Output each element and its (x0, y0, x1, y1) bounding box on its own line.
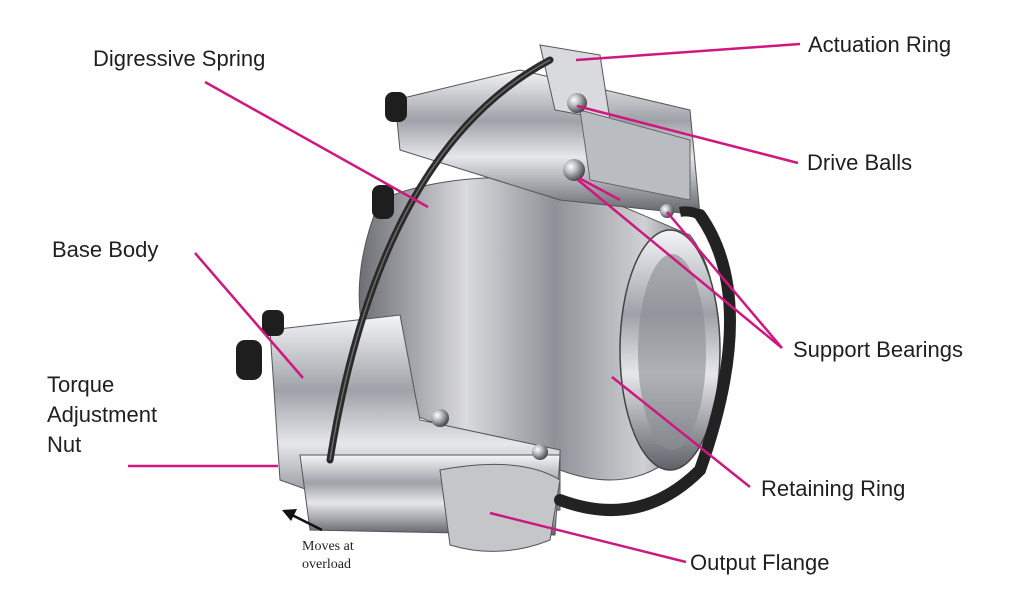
leader-line-support-bearings-2 (577, 179, 783, 349)
leader-line-drive-balls-2 (578, 176, 621, 202)
leader-line-drive-balls (576, 104, 799, 165)
leader-line-digressive-spring (204, 80, 429, 209)
label-support-bearings: Support Bearings (793, 337, 963, 362)
note-moves-at-overload: Moves at overload (302, 538, 354, 574)
leader-line-retaining-ring (611, 376, 751, 488)
retaining-ring (554, 209, 736, 516)
leader-line-base-body (194, 252, 304, 379)
coupling-body (236, 44, 721, 552)
drive-ball (563, 159, 585, 181)
support-bearing (431, 409, 449, 427)
drive-ball (567, 93, 587, 113)
support-bearing (532, 444, 548, 460)
label-torque-line-2: Adjustment (47, 402, 158, 427)
label-actuation-ring: Actuation Ring (808, 32, 952, 57)
label-torque-line-3: Nut (47, 432, 82, 457)
leader-line-actuation-ring (575, 42, 801, 62)
label-output-flange: Output Flange (690, 550, 830, 575)
note-line-1: Moves at (302, 539, 354, 554)
leader-line-output-flange (489, 511, 687, 564)
label-base-body: Base Body (52, 237, 159, 262)
label-digressive-spring: Digressive Spring (93, 46, 266, 71)
label-torque-line-1: Torque (47, 372, 115, 397)
leader-lines (128, 42, 801, 564)
leader-line-support-bearings-1 (666, 211, 783, 349)
label-drive-balls: Drive Balls (807, 150, 913, 175)
label-torque-adjustment-nut: Torque Adjustment Nut (47, 370, 157, 460)
arrow-icon (282, 509, 323, 532)
label-retaining-ring: Retaining Ring (761, 476, 906, 501)
note-line-2: overload (302, 557, 351, 572)
